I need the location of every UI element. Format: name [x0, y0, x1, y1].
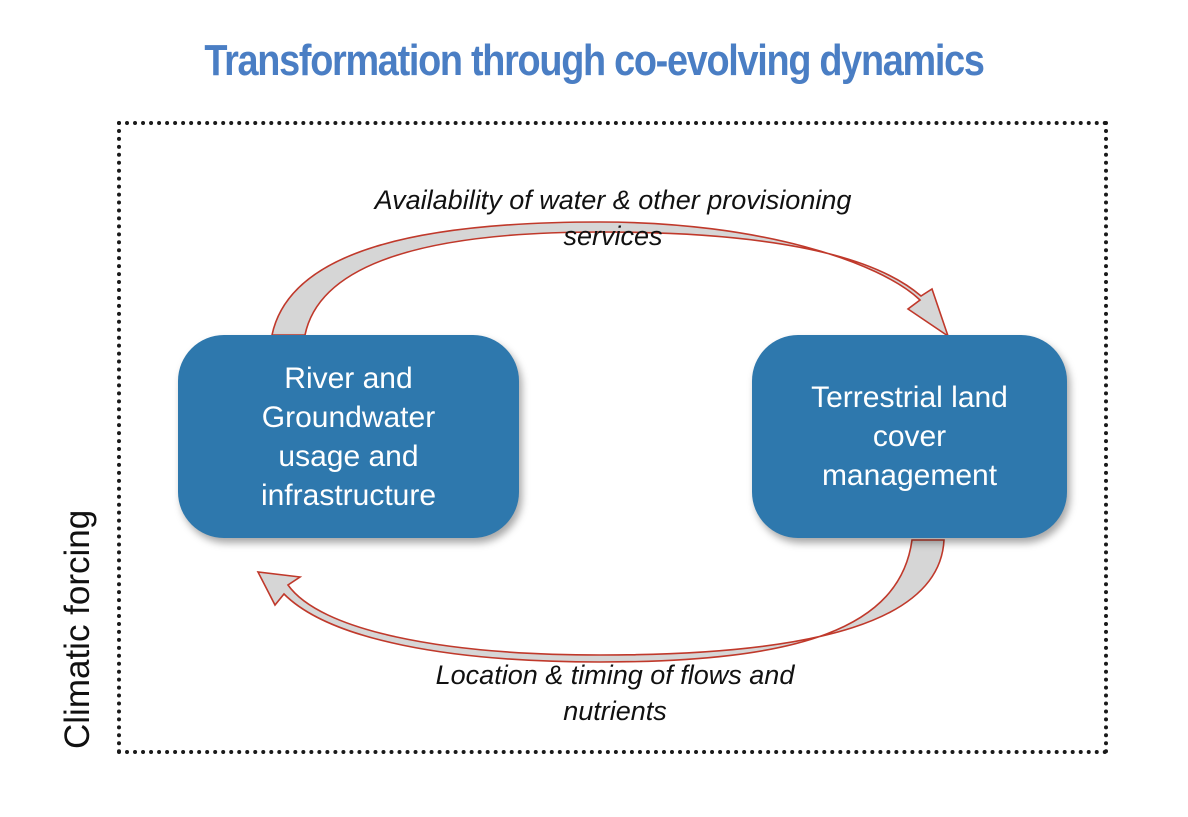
bottom-flow-label: Location & timing of flows and nutrients — [435, 660, 795, 726]
bottom-flow-arrow — [256, 539, 945, 663]
node-river-groundwater: River and Groundwater usage and infrastr… — [178, 335, 519, 538]
diagram-title: Transformation through co-evolving dynam… — [204, 36, 985, 85]
node-terrestrial-land-cover-label: Terrestrial land cover management — [811, 381, 1008, 492]
climatic-forcing-frame — [117, 121, 1108, 754]
node-river-groundwater-label: River and Groundwater usage and infrastr… — [260, 361, 437, 512]
top-flow-label: Availability of water & other provisioni… — [374, 185, 852, 251]
node-terrestrial-land-cover: Terrestrial land cover management — [752, 335, 1067, 538]
